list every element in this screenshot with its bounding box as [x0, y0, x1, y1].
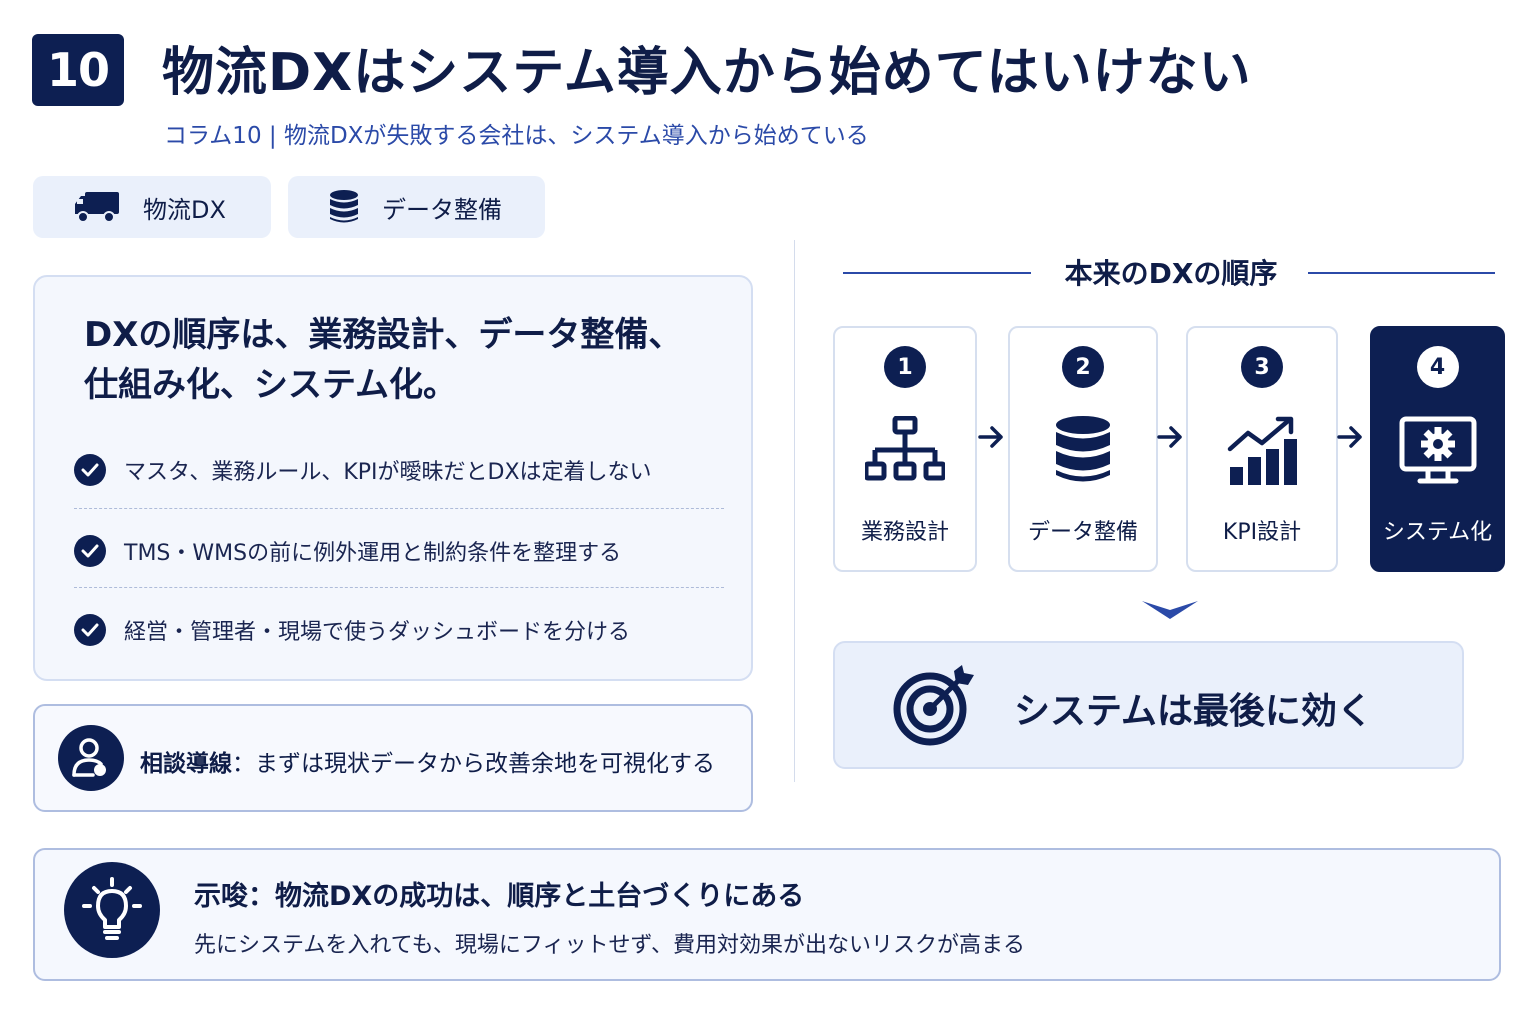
truck-icon [75, 192, 119, 223]
check-item: 経営・管理者・現場で使うダッシュボードを分ける [74, 612, 724, 648]
divider [74, 508, 724, 509]
check-text: TMS・WMSの前に例外運用と制約条件を整理する [124, 541, 622, 566]
org-chart-icon [835, 414, 975, 488]
step-label: システム化 [1382, 520, 1493, 545]
arrow-right-icon [1155, 420, 1185, 454]
step-card-4: 4 システム化 [1370, 326, 1505, 572]
arrow-right-icon [1335, 420, 1365, 454]
step-label: KPI設計 [1222, 520, 1302, 545]
headline-line-1: DXの順序は、業務設計、データ整備、 [84, 315, 683, 355]
step-label: 業務設計 [860, 520, 949, 545]
arrow-right-icon [976, 420, 1006, 454]
result-card [833, 641, 1464, 769]
database-icon [1010, 414, 1156, 488]
step-number: 4 [1416, 346, 1459, 388]
insight-card [33, 848, 1501, 981]
chevron-down-icon [1140, 598, 1200, 626]
step-card-1: 1 業務設計 [833, 326, 977, 572]
section-title-rule [1308, 272, 1495, 274]
check-circle-icon [74, 454, 106, 486]
step-number: 2 [1062, 346, 1104, 388]
section-title: 本来のDXの順序 [1064, 257, 1278, 290]
page-subtitle: コラム10 | 物流DXが失敗する会社は、システム導入から始めている [164, 123, 869, 149]
lightbulb-icon [64, 862, 160, 958]
check-circle-icon [74, 535, 106, 567]
column-number: 10 [46, 43, 110, 97]
bar-chart-icon [1188, 414, 1336, 488]
tag-label: 物流DX [143, 195, 226, 224]
step-label: データ整備 [1027, 520, 1138, 545]
target-icon [890, 663, 976, 753]
tag-data-preparation[interactable]: データ整備 [288, 176, 545, 238]
monitor-gear-icon [1372, 414, 1503, 488]
user-support-icon [58, 725, 124, 791]
section-title-rule [843, 272, 1031, 274]
check-text: マスタ、業務ルール、KPIが曖昧だとDXは定着しない [124, 460, 652, 485]
check-text: 経営・管理者・現場で使うダッシュボードを分ける [124, 620, 631, 645]
consult-body: まずは現状データから改善余地を可視化する [255, 751, 715, 777]
step-card-3: 3 KPI設計 [1186, 326, 1338, 572]
page-title: 物流DXはシステム導入から始めてはいけない [162, 43, 1252, 103]
insight-body: 先にシステムを入れても、現場にフィットせず、費用対効果が出ないリスクが高まる [194, 933, 1025, 958]
consult-label: 相談導線 [140, 751, 232, 777]
insight-title: 示唆：物流DXの成功は、順序と土台づくりにある [194, 881, 805, 912]
column-number-badge: 10 [32, 34, 124, 106]
step-number: 3 [1241, 346, 1283, 388]
tag-logistics-dx[interactable]: 物流DX [33, 176, 271, 238]
check-circle-icon [74, 614, 106, 646]
check-item: マスタ、業務ルール、KPIが曖昧だとDXは定着しない [74, 452, 724, 488]
step-card-2: 2 データ整備 [1008, 326, 1158, 572]
dx-order-card [33, 275, 753, 681]
step-number: 1 [884, 346, 926, 388]
headline-line-2: 仕組み化、システム化。 [84, 365, 457, 405]
card-headline: DXの順序は、業務設計、データ整備、 仕組み化、システム化。 [84, 310, 724, 410]
consult-separator: ： [232, 751, 255, 777]
consult-text: 相談導線：まずは現状データから改善余地を可視化する [140, 744, 715, 778]
consult-card[interactable] [33, 704, 753, 812]
result-text: システムは最後に効く [1014, 691, 1373, 732]
check-item: TMS・WMSの前に例外運用と制約条件を整理する [74, 533, 724, 569]
tag-label: データ整備 [382, 195, 502, 224]
section-divider [794, 240, 795, 782]
divider [74, 587, 724, 588]
database-icon [330, 190, 358, 223]
